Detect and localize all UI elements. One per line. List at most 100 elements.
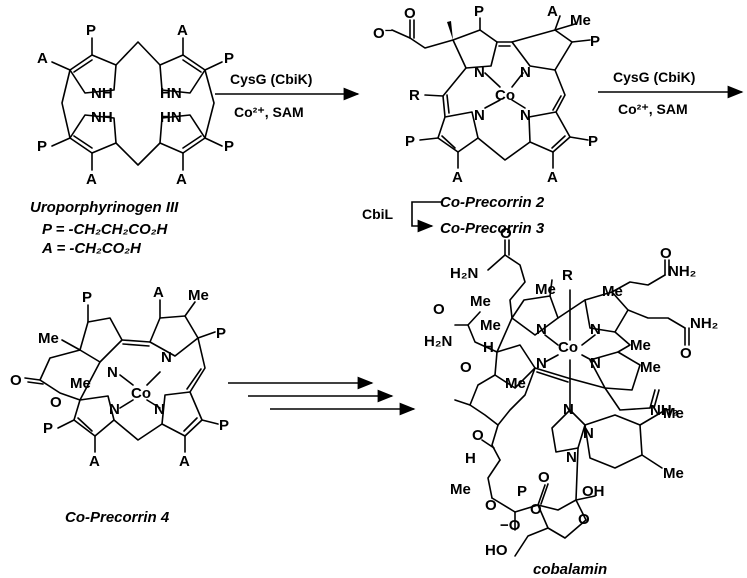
cbil-enzyme: CbiL: [362, 206, 394, 222]
pc2-a-bottom-right: A: [547, 169, 558, 186]
cbl-o-right: O: [680, 345, 692, 362]
pc4-a-bottom-left: A: [89, 453, 100, 470]
p-definition: P = -CH₂CH₂CO₂H: [42, 221, 169, 238]
pc2-carboxylate-o: O⁻: [373, 25, 393, 42]
cbl-o-phosphate-link: O: [485, 497, 497, 514]
pc2-co: Co: [495, 87, 515, 104]
pc4-co: Co: [131, 385, 151, 402]
uroporphyrinogen-structure: [51, 37, 223, 171]
cbl-o-ring: O: [578, 511, 590, 528]
co-precorrin-2-label: Co-Precorrin 2: [440, 194, 545, 211]
pc2-me-top: Me: [570, 12, 591, 29]
uro-hn-bottom: HN: [160, 109, 182, 126]
cbl-o-ribose: O: [530, 501, 542, 518]
pc4-me-lactone: Me: [70, 375, 91, 392]
cbl-o-amide: O: [472, 427, 484, 444]
pc4-p-top: P: [82, 289, 92, 306]
pc4-me-top: Me: [188, 287, 209, 304]
pc4-a-top: A: [153, 284, 164, 301]
pc2-a-top: A: [547, 3, 558, 20]
pc4-oxo: O: [10, 372, 22, 389]
cbl-n-d: N: [536, 355, 547, 372]
cbl-me-ring-a: Me: [470, 293, 491, 310]
cbl-h2n-top: H₂N: [450, 265, 478, 282]
uro-a-bottom-left: A: [86, 171, 97, 188]
step2-enzyme: CysG (CbiK): [613, 69, 695, 85]
pc2-r: R: [409, 87, 420, 104]
cbl-ho: HO: [485, 542, 508, 559]
uro-nh-bottom: NH: [91, 109, 113, 126]
cbl-n-a: N: [536, 321, 547, 338]
cbl-me-dmb-top: Me: [663, 405, 684, 422]
pc4-n-b: N: [161, 349, 172, 366]
co-precorrin-2-structure: [391, 15, 591, 169]
pc4-n-c: N: [154, 401, 165, 418]
pc2-p-bottom-right: P: [588, 133, 598, 150]
cbl-me-ring-b: Me: [535, 281, 556, 298]
pc4-p-left: P: [43, 420, 53, 437]
pc4-p-right: P: [216, 325, 226, 342]
cbl-oh: OH: [582, 483, 605, 500]
uro-a-bottom-right: A: [176, 171, 187, 188]
pc2-oxo: O: [404, 5, 416, 22]
uro-p-top-left: P: [86, 22, 96, 39]
pc4-n-a: N: [107, 364, 118, 381]
pc4-me-left: Me: [38, 330, 59, 347]
uro-p-left: P: [37, 138, 47, 155]
cbl-n-dmb-bottom: N: [566, 449, 577, 466]
cobalamin-structure: [454, 239, 690, 557]
cbl-o-top-right: O: [660, 245, 672, 262]
co-precorrin-4-label: Co-Precorrin 4: [65, 509, 170, 526]
cobalamin-label: cobalamin: [533, 561, 607, 578]
cbl-h2n-left: H₂N: [424, 333, 452, 350]
cbl-n-c: N: [590, 355, 601, 372]
cbl-o-mid: O: [460, 359, 472, 376]
co-precorrin-4-structure: [24, 299, 219, 453]
pc4-ring-o: O: [50, 394, 62, 411]
uro-a-top-right: A: [177, 22, 188, 39]
cbl-nh2-right: NH₂: [690, 315, 718, 332]
cbl-me-ring-c: Me: [630, 337, 651, 354]
cbl-o-phosphate-double: O: [538, 469, 550, 486]
pc2-n-d: N: [474, 107, 485, 124]
cbl-n-link: H: [465, 450, 476, 467]
cbl-h: H: [483, 339, 494, 356]
cbl-me-left: Me: [480, 317, 501, 334]
step2-cofactors: Co²⁺, SAM: [618, 101, 688, 117]
co-precorrin-3-label: Co-Precorrin 3: [440, 220, 545, 237]
pc2-p-left: P: [405, 133, 415, 150]
cbl-co: Co: [558, 339, 578, 356]
cbl-me-dmb-bottom: Me: [663, 465, 684, 482]
uro-p-right: P: [224, 50, 234, 67]
cbil-arrow: [411, 201, 442, 233]
a-definition: A = -CH₂CO₂H: [41, 240, 142, 257]
pc4-a-bottom-right: A: [179, 453, 190, 470]
uro-p-bottom-right: P: [224, 138, 234, 155]
cbl-phosphorus: P: [517, 483, 527, 500]
cbl-o-left: O: [433, 301, 445, 318]
cbl-n-b: N: [590, 321, 601, 338]
cbl-n-dmb-top: N: [583, 425, 594, 442]
cbl-me-mid: Me: [505, 375, 526, 392]
cbl-o-top-left: O: [500, 225, 512, 242]
cbl-nh2-top-right: NH₂: [668, 263, 696, 280]
uro-hn-top: HN: [160, 85, 182, 102]
cbl-r: R: [562, 267, 573, 284]
cbl-me-isopropanol: Me: [450, 481, 471, 498]
cbl-n-dmb: N: [563, 401, 574, 418]
uroporphyrinogen-label: Uroporphyrinogen III: [30, 199, 179, 216]
cbl-o-phosphate-minus: −O: [500, 517, 521, 534]
step1-cofactors: Co²⁺, SAM: [234, 104, 304, 120]
pc2-n-c: N: [520, 107, 531, 124]
cbl-me-ring-c2: Me: [640, 359, 661, 376]
cbl-me-ring-a2: Me: [602, 283, 623, 300]
pc4-p-bottom-right: P: [219, 417, 229, 434]
pc2-n-a: N: [474, 64, 485, 81]
pc2-p-top: P: [474, 3, 484, 20]
pc2-n-b: N: [520, 64, 531, 81]
uro-a-left: A: [37, 50, 48, 67]
pc2-a-bottom-left: A: [452, 169, 463, 186]
step1-enzyme: CysG (CbiK): [230, 71, 312, 87]
cbl-nh2-bottom: NH₂: [650, 402, 678, 419]
